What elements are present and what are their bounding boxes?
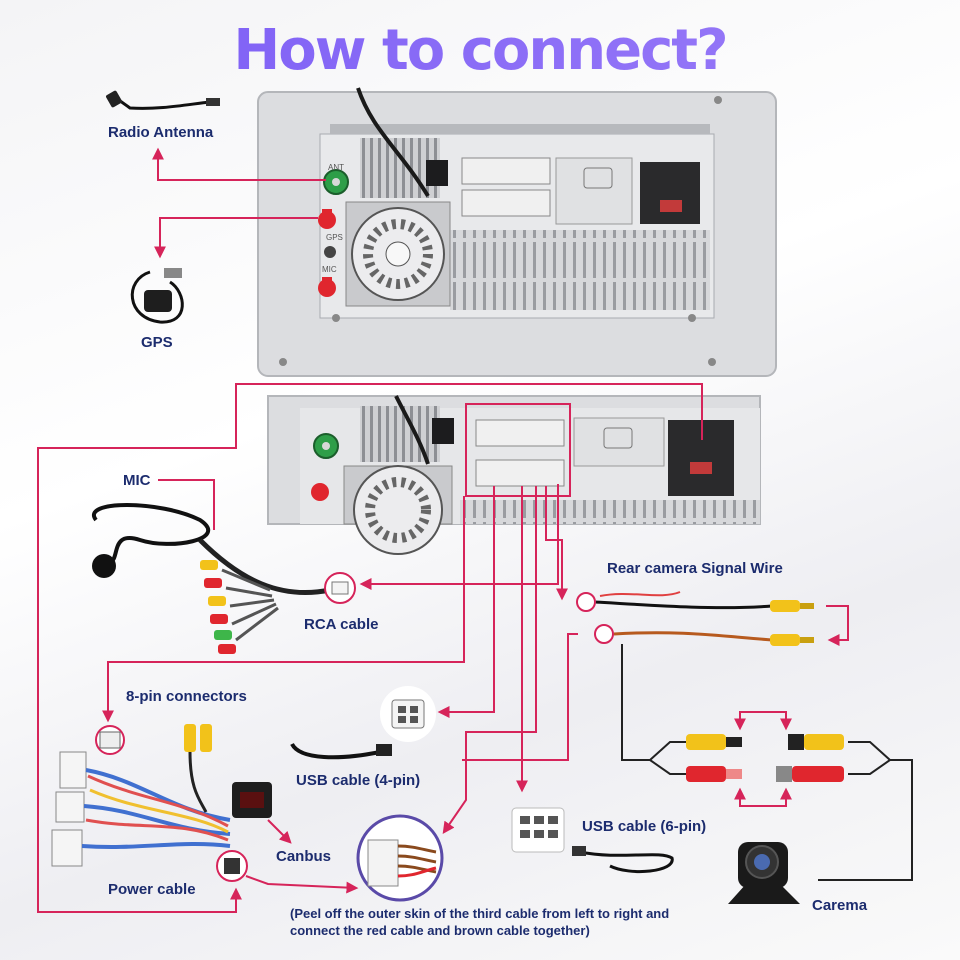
usb-4pin-icon [290,686,436,760]
power-connector-closeup-icon [356,814,444,902]
head-unit-top [257,87,777,377]
gps-mark: GPS [326,233,343,242]
gps-antenna-icon [130,268,184,324]
mic-icon [91,503,211,578]
eight-pin-label: 8-pin connectors [126,688,247,705]
camera-extension-connectors [686,734,844,782]
mic-mark: MIC [322,265,337,274]
radio-antenna-plug-icon [106,90,220,110]
camera-label: Carema [812,897,868,914]
camera-extension-lines [621,644,913,881]
rear-camera-wire-icon [576,591,814,646]
wiring-lines [37,383,849,913]
head-unit-bottom [267,395,761,555]
radio-antenna-label: Radio Antenna [108,124,214,141]
mic-label: MIC [123,472,151,489]
power-cable-label: Power cable [108,881,196,898]
page-title: How to connect? [0,18,960,83]
gps-label: GPS [141,334,173,351]
usb-6pin-label: USB cable (6-pin) [582,818,707,835]
connection-note: (Peel off the outer skin of the third ca… [290,906,670,938]
usb-4pin-label: USB cable (4-pin) [296,772,421,789]
rear-camera-label: Rear camera Signal Wire [607,560,783,577]
ant-mark: ANT [328,163,344,172]
canbus-box-icon [232,782,272,818]
rca-cable-label: RCA cable [304,616,379,633]
rca-harness-icon [198,538,356,654]
usb-6pin-icon [511,807,674,874]
power-harness-icon [51,724,248,882]
camera-icon [728,842,800,904]
camera-swap-arrows [734,711,792,807]
canbus-label: Canbus [276,848,332,865]
